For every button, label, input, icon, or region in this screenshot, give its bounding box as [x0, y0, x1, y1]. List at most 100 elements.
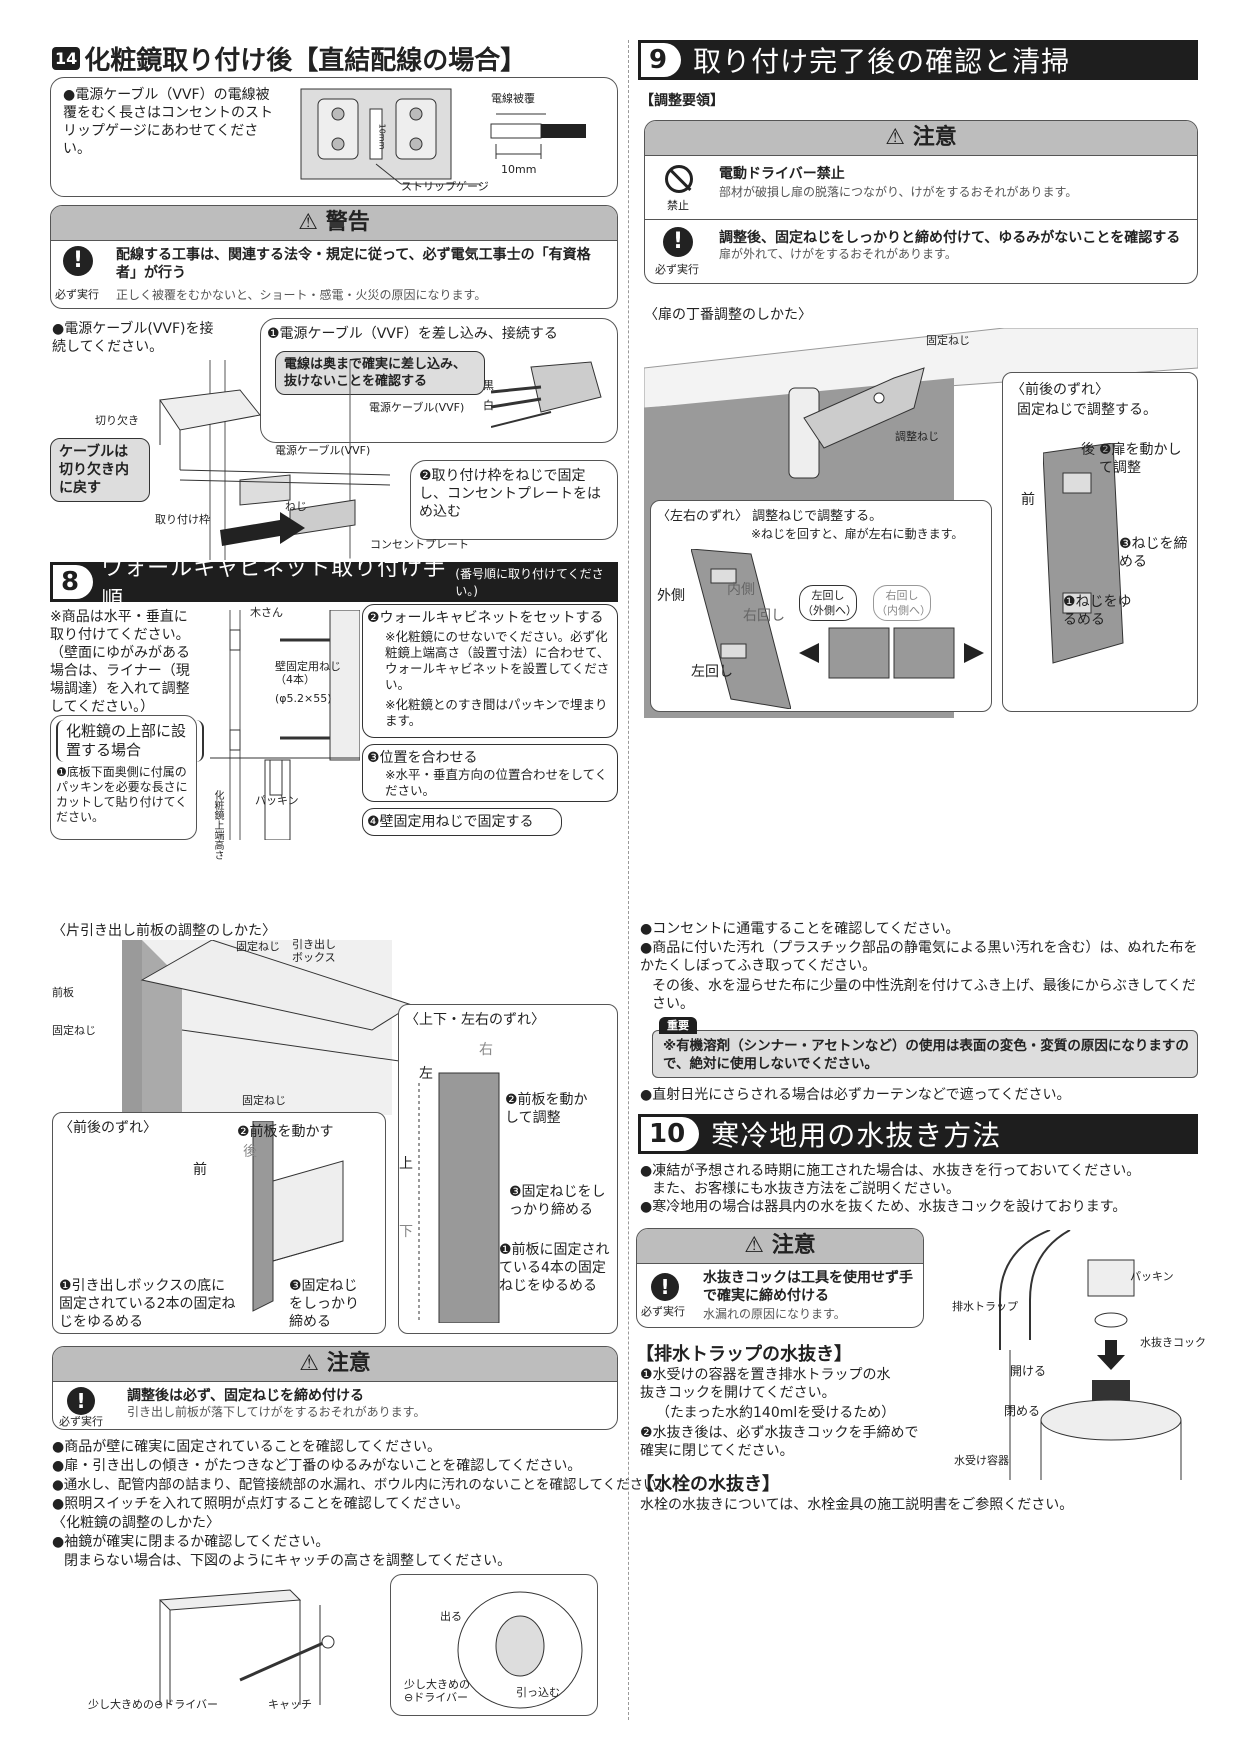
right-check3: ●直射日光にさらされる場合は必ずカーテンなどで遮ってください。 [640, 1087, 1071, 1103]
caution-triangle-icon: ⚠ [885, 125, 906, 150]
s9-adjust-label: 【調整要領】 [640, 93, 724, 109]
s14-heading: 14 化粧鏡取り付け後【直結配線の場合】 [52, 40, 526, 77]
s9-title: 取り付け完了後の確認と清掃 [693, 45, 1071, 78]
hinge-lr-arrows-illustration [799, 627, 984, 679]
caution2-mark: 必ず実行 [59, 1415, 103, 1428]
label-mirror-height: 化粧鏡上端高さ [212, 790, 223, 860]
label-black: 黒 [483, 379, 494, 392]
drawer-fb-illustration [252, 1121, 344, 1312]
label-adj-screw: 調整ねじ [895, 430, 939, 443]
important-text: ※有機溶剤（シンナー・アセトンなど）の使用は表面の変色・変質の原因になりますので… [663, 1038, 1189, 1072]
label-wall-screw: 壁固定用ねじ（4本） [275, 660, 341, 686]
s8-subtitle: (番号順に取り付けてください。) [455, 567, 604, 598]
wiring-step1: ❶電源ケーブル（VVF）を差し込み、接続する [267, 326, 558, 342]
s14-badge: 14 [52, 47, 81, 70]
hinge-lr-sub: ※ねじを回すと、扉が左右に動きます。 [751, 527, 964, 541]
s10-title: 寒冷地用の水抜き方法 [711, 1119, 1002, 1152]
warning-main: 配線する工事は、関連する法令・規定に従って、必ず電気工事士の「有資格者」が行う [116, 247, 591, 281]
label-drawer-up: 上 [399, 1156, 413, 1172]
check2: ●扉・引き出しの傾き・がたつきなど丁番のゆるみがないことを確認してください。 [52, 1458, 582, 1474]
hinge-front-back-box: 〈前後のずれ〉 固定ねじで調整する。 後 前 ❷扉を動かして調整 ❸ねじを締める… [1002, 372, 1198, 712]
s8-heading: 8 ウォールキャビネット取り付け手順 (番号順に取り付けてください。) [50, 556, 618, 613]
label-s10-cock: 水抜きコック [1140, 1336, 1206, 1349]
s9-item2-title: 調整後、固定ねじをしっかりと締め付けて、ゆるみがないことを確認する [719, 230, 1181, 246]
right-check2: ●商品に付いた汚れ（プラスチック部品の静電気による黒い汚れを含む）は、ぬれた布を… [640, 940, 1198, 974]
s14-box: ●電源ケーブル（VVF）の電線被覆をむく長さはコンセントのストリップゲージにあわ… [50, 77, 618, 197]
s9-item1-mark: 禁止 [667, 199, 689, 212]
s10-caution-head: ⚠ 注意 [637, 1229, 923, 1264]
must-do-icon: ! [663, 227, 693, 257]
label-packing: パッキン [255, 794, 299, 807]
s8-title: ウォールキャビネット取り付け手順 [101, 556, 447, 613]
mirror-title: 〈化粧鏡の調整のしかた〉 [52, 1515, 220, 1531]
s8-step2-note1: ※化粧鏡にのせないでください。必ず化粧鏡上端高さ（設置寸法）に合わせて、ウォール… [385, 629, 610, 692]
drawer-fb-step2: ❷前板を動かす [237, 1124, 334, 1140]
check5b: 閉まらない場合は、下図のようにキャッチの高さを調整してください。 [64, 1553, 512, 1569]
caution2-head: ⚠ 注意 [53, 1347, 617, 1382]
hinge-fb-sub: 固定ねじで調整する。 [1017, 402, 1157, 418]
s10-line1: ●凍結が予想される時期に施工された場合は、水抜きを行っておいてください。 [640, 1163, 1141, 1179]
s8-num: 8 [53, 565, 94, 599]
wiring-intro: ●電源ケーブル(VVF)を接続してください。 [52, 321, 214, 355]
label-drawer-front: 前板 [52, 986, 74, 999]
warning-mark: 必ず実行 [55, 288, 99, 301]
wiring-cabinet-illustration [159, 360, 391, 560]
faucet-title: 【水栓の水抜き】 [636, 1474, 780, 1495]
label-s10-close: 閉める [1004, 1404, 1041, 1418]
s9-heading: 9 取り付け完了後の確認と清掃 [638, 40, 1198, 80]
label-s10-trap: 排水トラップ [952, 1300, 1018, 1313]
s14-10mm-vertical-label: 10mm [377, 123, 387, 150]
s8-step4-box: ❹壁固定用ねじで固定する [362, 808, 562, 836]
trap-illustration [999, 1230, 1182, 1480]
label-size: (φ5.2×55) [275, 692, 332, 705]
drawer-title: 〈片引き出し前板の調整のしかた〉 [52, 923, 276, 939]
s10-line1b: また、お客様にも水抜き方法をご説明ください。 [652, 1181, 960, 1197]
s8-step3: ❸位置を合わせる [367, 750, 478, 766]
trap-step2: ❷水抜き後は、必ず水抜きコックを手締めで確実に閉じてください。 [640, 1425, 919, 1459]
label-white: 白 [483, 399, 494, 412]
drawer-ud-step3: ❸固定ねじをしっかり締める [509, 1184, 606, 1218]
label-plate: コンセントプレート [370, 538, 469, 551]
s8-note: ※商品は水平・垂直に取り付けてください。（壁面にゆがみがある場合は、ライナー（現… [50, 609, 190, 715]
hinge-fb-step1: ❶ねじをゆるめる [1063, 594, 1132, 628]
label-catch: キャッチ [268, 1698, 312, 1711]
check1: ●商品が壁に確実に固定されていることを確認してください。 [52, 1439, 441, 1455]
s8-step2-note2: ※化粧鏡とのすき間はパッキンで埋まります。 [385, 697, 608, 728]
label-driver2: 少し大きめの⊖ドライバー [404, 1678, 470, 1704]
drawer-ud-step1: ❶前板に固定されている4本の固定ねじをゆるめる [499, 1242, 610, 1294]
drawer-fb-box: 〈前後のずれ〉 ❷前板を動かす 後 前 ❶引き出しボックスの底に固定されている2… [52, 1112, 386, 1334]
s8-box-step: ❶底板下面奥側に付属のパッキンを必要な長さにカットして貼り付けてください。 [56, 765, 188, 824]
s14-strip-label: ストリップゲージ [401, 180, 489, 193]
s14-10mm-label: 10mm [501, 163, 537, 176]
hinge-fb-step2: ❷扉を動かして調整 [1099, 442, 1182, 476]
label-vvf2: 電源ケーブル(VVF) [275, 444, 371, 457]
label-stud: 木さん [250, 606, 283, 619]
s8-step2: ❷ウォールキャビネットをセットする [367, 610, 604, 626]
catch-zoom-frame [390, 1574, 598, 1716]
s10-num: 10 [641, 1117, 700, 1151]
warning-box-electrician: ⚠ 警告 ! 必ず実行 配線する工事は、関連する法令・規定に従って、必ず電気工事… [50, 205, 618, 309]
label-driver1: 少し大きめの⊖ドライバー [88, 1698, 218, 1711]
label-drawer-frontdir: 前 [193, 1162, 207, 1178]
s10-caution-box: ⚠ 注意 ! 必ず実行 水抜きコックは工具を使用せず手で確実に締め付ける 水漏れ… [636, 1228, 924, 1328]
wiring-step2-box: ❷取り付け枠をねじで固定し、コンセントプレートをはめ込む [410, 460, 618, 540]
check4: ●照明スイッチを入れて照明が点灯することを確認してください。 [52, 1496, 469, 1512]
label-fix-screw: 固定ねじ [926, 334, 970, 347]
s8-step3-box: ❸位置を合わせる ※水平・垂直方向の位置合わせをしてください。 [362, 744, 618, 802]
label-drawer-fix1: 固定ねじ [236, 940, 280, 953]
s14-note: ●電源ケーブル（VVF）の電線被覆をむく長さはコンセントのストリップゲージにあわ… [63, 87, 273, 157]
label-drawer-back: 後 [243, 1144, 257, 1160]
label-screw: ねじ [285, 500, 307, 513]
hinge-lr-title: 〈左右のずれ〉 調整ねじで調整する。 [657, 509, 883, 524]
wiring-step1-box: ❶電源ケーブル（VVF）を差し込み、接続する 電線は奥まで確実に差し込み、抜けな… [260, 318, 618, 443]
check5: ●袖鏡が確実に閉まるか確認してください。 [52, 1534, 330, 1550]
must-do-icon: ! [63, 246, 93, 276]
label-frame: 取り付け枠 [155, 513, 210, 526]
caution2-sub: 引き出し前板が落下してけがをするおそれがあります。 [127, 1405, 426, 1419]
caution-box-drawer: ⚠ 注意 ! 必ず実行 調整後は必ず、固定ねじを締め付ける 引き出し前板が落下し… [52, 1346, 618, 1430]
label-right-turn: 右回し [743, 608, 785, 624]
drawer-ud-illustration [418, 1072, 500, 1323]
mirror-catch-illustration [158, 1589, 583, 1709]
trap-step1: ❶水受けの容器を置き排水トラップの水抜きコックを開けてください。 [640, 1367, 891, 1401]
right-turn-inside-pill: 右回し（内側へ） [873, 585, 931, 621]
